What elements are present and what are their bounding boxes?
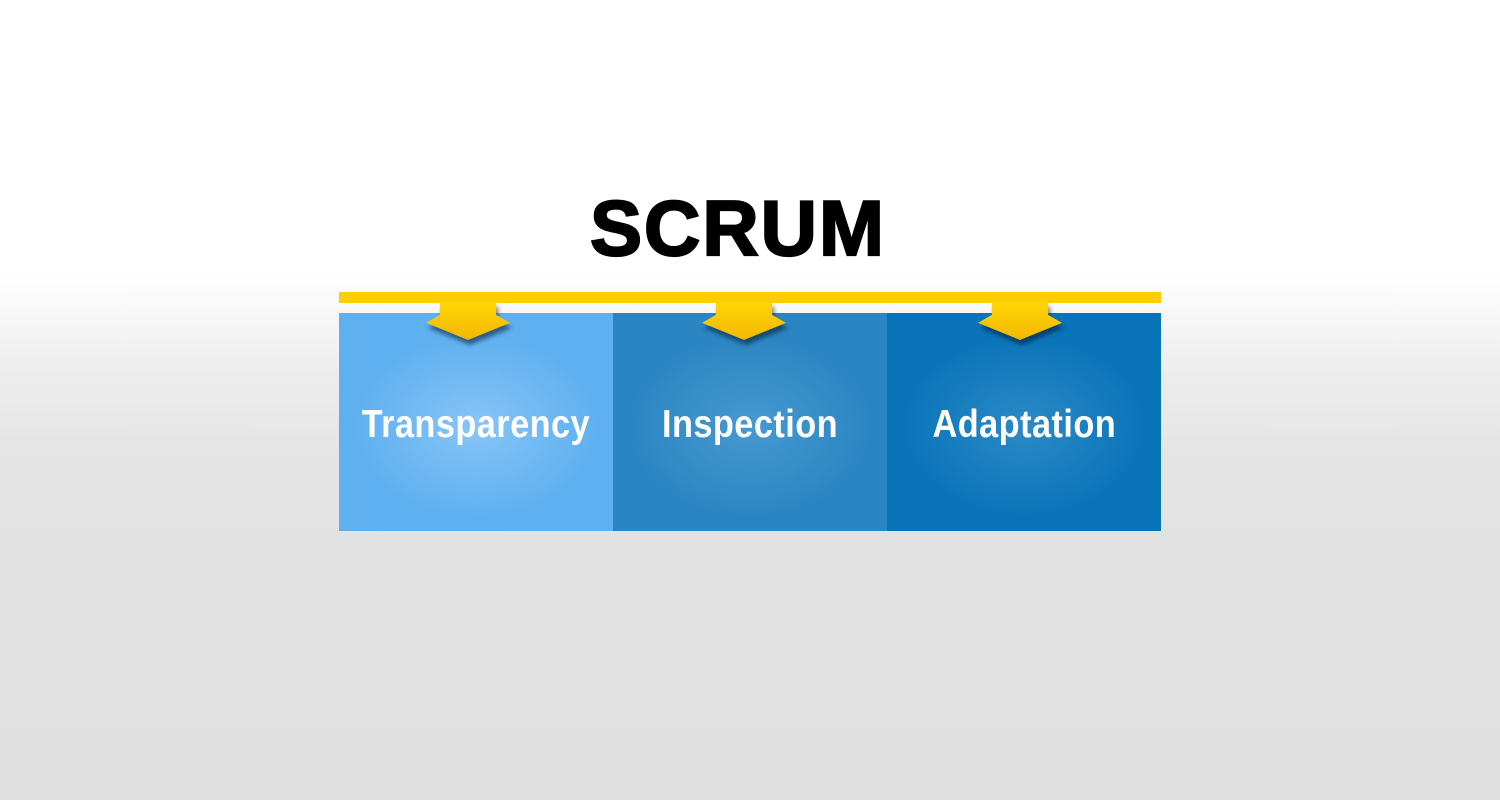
horizontal-yellow-bar [339,292,1161,303]
down-arrow-shape [426,302,510,340]
pillar-2: Inspection [613,313,887,531]
pillar-1-label: Transparency [361,403,591,446]
down-arrow-icon [702,302,786,340]
pillar-3: Adaptation [887,313,1161,531]
down-arrow-icon [426,302,510,340]
pillar-row: Transparency Inspection Adaptation [339,313,1161,531]
pillar-3-label: Adaptation [932,403,1116,446]
diagram-title: SCRUM [589,184,886,272]
pillar-1: Transparency [339,313,613,531]
down-arrow-shape [978,302,1062,340]
down-arrow-shape [702,302,786,340]
pillar-2-label: Inspection [661,403,839,446]
scrum-diagram: SCRUM Transparency Inspection Adaptation [339,0,1161,800]
down-arrow-icon [978,302,1062,340]
